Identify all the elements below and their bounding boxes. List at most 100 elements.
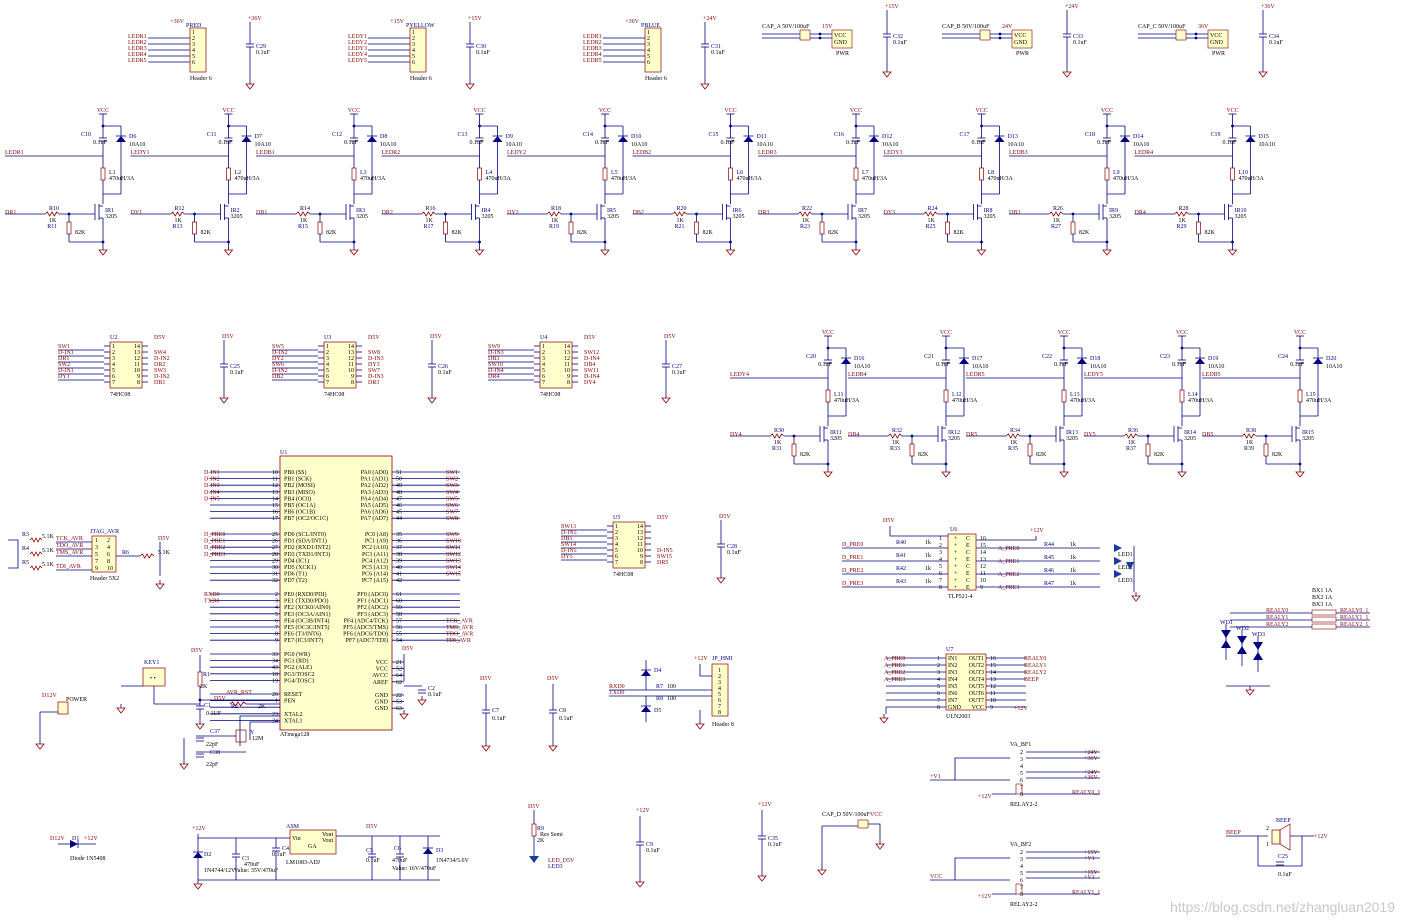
hc08-pin-r: 8 (640, 560, 643, 566)
mcu-pin-num: 54 (396, 638, 402, 644)
driver-inductor-ref: L5 (611, 170, 618, 176)
mcu-pwr-name: GND (375, 706, 389, 712)
driver-inductor-val: 470uH/3A (1306, 398, 1332, 404)
mcu-pin-num: 13 (272, 490, 278, 496)
hc08-pin-l: 1 (326, 344, 329, 350)
driver-led-net: LEDB2 (633, 150, 652, 156)
driver-diode-val: 10A10 (757, 142, 773, 148)
driver-input-net: DR3 (758, 210, 769, 216)
reg-vout: Vout (322, 832, 334, 838)
uln-pin: IN6 (948, 691, 957, 697)
hc08-pin-r: 11 (637, 542, 643, 548)
driver-inductor-ref: L11 (834, 392, 843, 398)
resistor-icon (295, 211, 311, 217)
jp-hmi-rail: +12V (694, 656, 708, 662)
relay-out-net: +15V (1084, 870, 1098, 876)
mcu-pin-name: PF2 (ADC2) (357, 604, 388, 611)
uln-pin: IN2 (948, 663, 957, 669)
ground-icon (875, 843, 885, 850)
reg-in-rail: +12V (192, 826, 206, 832)
mcu-pin-num: 58 (396, 612, 402, 618)
mcu-net-right: SW12 (446, 552, 461, 558)
driver-rb-val: 82K (201, 230, 212, 236)
relay-coil-icon (1015, 783, 1023, 795)
mcu-pin-name: PC6 (A14) (362, 571, 388, 578)
mcu-pin-num: 49 (396, 483, 402, 489)
pwr-vcc-label: VCC (1210, 33, 1222, 39)
opto-sym: + (954, 543, 958, 549)
relay-pin: 7 (1020, 785, 1023, 791)
ground-icon (757, 875, 767, 882)
ground-icon (725, 249, 736, 256)
driver-mosfet-ref: IR15 (1302, 430, 1314, 436)
header-net-label: LEDY5 (348, 58, 367, 64)
driver-diode-ref: D11 (757, 134, 767, 140)
driver-mosfet-ref: IR1 (105, 208, 114, 214)
uln-num: 11 (990, 691, 996, 697)
reg-body (289, 829, 337, 855)
hc08-pin-l: 4 (615, 542, 618, 548)
diode-icon (116, 136, 126, 142)
diode-icon (618, 136, 628, 142)
fuse-out-net: REALY0_1 (1340, 608, 1368, 614)
crystal-icon (235, 729, 247, 743)
hc08-pin-l: 5 (326, 368, 329, 374)
header-rail-label: +36V (170, 19, 184, 25)
driver-led-net: LEDB5 (1202, 372, 1221, 378)
crystal-ref: Y (250, 730, 255, 736)
jp-hmi-body (711, 663, 729, 717)
jtag-net: TDI_AVR (56, 564, 81, 570)
hc08-left-net: DY5 (561, 554, 573, 560)
header-net-label: LEDB3 (583, 46, 602, 52)
driver-inductor-ref: L8 (988, 170, 995, 176)
driver-inductor-val: 470uH/3A (1113, 176, 1139, 182)
mcu-pin-num: 24 (272, 718, 278, 724)
cap-val: 0.1uF (1269, 40, 1284, 46)
mcu-pin-num: 45 (396, 510, 402, 516)
hc08-pin-l: 6 (542, 374, 545, 380)
hc08-body (539, 341, 573, 389)
ground-icon (941, 471, 951, 478)
crystal-c38: C38 (210, 750, 220, 756)
driver-rb-ref: R21 (674, 224, 684, 230)
uln-out-net: BEEP (1024, 677, 1039, 683)
hc08-right-net: DR2 (154, 362, 165, 368)
mcu-pin-num: 12 (272, 483, 278, 489)
jtag-ref: JTAG_AVR (90, 529, 119, 535)
relay-coil-net: REALY0_1 (1072, 790, 1100, 796)
opto-rin: R40 (896, 540, 906, 546)
reg-vout2: Vout (322, 838, 334, 844)
resistor-icon (1005, 433, 1021, 439)
driver-rb-val: 82K (828, 230, 839, 236)
mcu-net-right: SW11 (446, 545, 461, 551)
driver-ra-val: 1K (802, 218, 810, 224)
junction-dot (1194, 36, 1198, 40)
hc08-pin-l: 5 (615, 548, 618, 554)
jtag-pin: 7 (95, 559, 98, 565)
opto-rail2: +12V (1030, 528, 1044, 534)
opto-sym: C (966, 536, 970, 542)
uln-pin: IN1 (948, 656, 957, 662)
hc08-left-net: DY1 (58, 374, 70, 380)
fuse-label: BX3 1A (1312, 602, 1333, 608)
driver-mosfet-val: 3205 (1302, 436, 1314, 442)
opto-sym: C (966, 578, 970, 584)
driver-mosfet-ref: IR10 (1235, 208, 1247, 214)
mcu-pin-name: PA0 (AD0) (361, 469, 388, 476)
mcu-pwr-num: 52 (396, 667, 402, 673)
mcu-net-left: RXD0 (204, 592, 220, 598)
relay-out-net: +V1 (1084, 856, 1095, 862)
driver-cap-val: 0.1uF (219, 140, 234, 146)
bypass-val: 0.1uF (559, 716, 574, 722)
mcu-net-left: D-IN1 (204, 470, 220, 476)
diode-icon (423, 848, 433, 854)
jtag-pin: 2 (107, 538, 110, 544)
mcu-pin-name: PG1 (RD) (284, 658, 309, 665)
driver-input-net: DB2 (633, 210, 644, 216)
mcu-pin-num: 26 (272, 539, 278, 545)
mcu-pin-name: PE4 (OC3B/INT4) (284, 617, 330, 624)
hc08-pin-l: 2 (615, 530, 618, 536)
cap-rail-label: +12V (758, 802, 772, 808)
beep-pin: 1 (1266, 842, 1269, 848)
pwr-connector-body (1011, 29, 1033, 49)
